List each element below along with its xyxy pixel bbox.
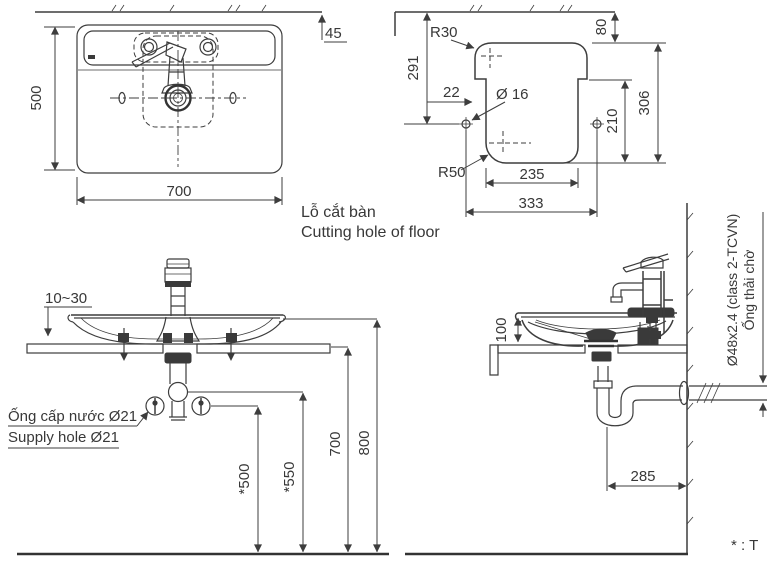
- dim-drain-height-550: *550: [188, 391, 307, 553]
- faucet-hole-left: [140, 38, 158, 56]
- dim-bowl-height-100: 100: [493, 317, 522, 343]
- dim-210: 210: [566, 79, 666, 164]
- dim-label-22: 22: [443, 84, 460, 101]
- dim-trap-offset-285: 285: [606, 427, 687, 491]
- faucet-side: [610, 253, 673, 344]
- footnote: * : T: [731, 537, 758, 554]
- faucet-hole-right: [199, 38, 217, 56]
- wall-line-top-left: [35, 4, 322, 13]
- dim-waste-pipe: Ø48x2.4 (class 2-TCVN) Ống thải chờ: [724, 212, 767, 417]
- dim-291: 291: [404, 12, 459, 125]
- basin-outline: [76, 24, 283, 174]
- cutting-hole-projection: [110, 31, 246, 167]
- side-installation-view: 100 285 Ø48x2.4 (class 2-TCVN) Ống thải …: [405, 203, 767, 556]
- supply-hole-left-mark: [459, 117, 473, 131]
- caption-vietnamese: Lỗ cắt bàn: [301, 202, 376, 221]
- dim-r50: R50: [438, 154, 489, 181]
- dim-label-45: 45: [325, 25, 342, 42]
- dim-label-800h: 800: [356, 430, 373, 455]
- dim-label-333: 333: [518, 195, 543, 212]
- r50-center-mark: [489, 131, 531, 155]
- waste-pipe-spec-label: Ø48x2.4 (class 2-TCVN): [724, 214, 740, 366]
- drain-plan: [164, 84, 192, 112]
- front-installation-view: 10~30 Ống cấp nước Ø21 Supply hole Ø21 *…: [8, 258, 389, 556]
- wall-line-top-right: [394, 4, 615, 36]
- fixing-slot-left: [118, 91, 126, 105]
- dim-depth-500: 500: [28, 26, 75, 171]
- basin-top-view: 45: [28, 4, 347, 205]
- dim-label-500: 500: [28, 85, 45, 110]
- mounting-clamp-left: [118, 328, 129, 361]
- supply-hole-right-mark: [590, 117, 604, 131]
- countertop-front: [26, 343, 331, 354]
- dim-label-500s: *500: [236, 464, 253, 495]
- dim-label-dia16: Ø 16: [496, 86, 529, 103]
- drain-tailpiece-front: [164, 352, 192, 421]
- dim-label-291: 291: [405, 55, 422, 80]
- dim-80: 80: [592, 12, 666, 44]
- mounting-clamp-right: [226, 328, 237, 361]
- dim-r30: R30: [430, 24, 475, 50]
- dim-label-210: 210: [604, 108, 621, 133]
- waste-pipe-stub: [689, 382, 767, 404]
- dim-hole-dia: Ø 16: [471, 86, 529, 121]
- dim-width-700: 700: [76, 177, 283, 205]
- dim-label-80: 80: [593, 19, 610, 36]
- faucet-front: [155, 258, 201, 343]
- dim-rim-height-800: 800: [283, 318, 381, 553]
- caption-english: Cutting hole of floor: [301, 224, 440, 241]
- p-trap: [584, 328, 690, 427]
- dim-label-700: 700: [166, 183, 191, 200]
- basin-front-section: [67, 314, 286, 345]
- dim-wall-gap-45: 45: [318, 14, 347, 43]
- dim-22: 22: [427, 84, 473, 106]
- supply-hole-label: Ống cấp nước Ø21 Supply hole Ø21: [8, 407, 148, 449]
- faucet-plan: [131, 41, 193, 94]
- cutting-hole-view: R30 R50 Ø 16 22 291 80: [301, 4, 666, 241]
- supply-valve-right: [191, 396, 211, 416]
- supply-valve-left: [145, 396, 165, 416]
- supply-label-vi: Ống cấp nước Ø21: [8, 407, 137, 425]
- dim-333: 333: [465, 130, 598, 217]
- dim-label-r50: R50: [438, 164, 466, 181]
- dim-label-285: 285: [630, 468, 655, 485]
- dim-counter-thickness: 10~30: [44, 290, 92, 337]
- dim-counter-height-700: 700: [327, 346, 352, 553]
- brand-mark: [88, 55, 95, 59]
- dim-235: 235: [485, 166, 579, 188]
- dim-supply-height-500: *500: [211, 405, 262, 553]
- cutting-hole-outline: [474, 42, 588, 164]
- fixing-slot-right: [229, 91, 237, 105]
- waste-pipe-vi-label: Ống thải chờ: [740, 250, 757, 331]
- dim-label-306: 306: [636, 90, 653, 115]
- dim-label-700h: 700: [327, 431, 344, 456]
- dim-label-10-30: 10~30: [45, 290, 87, 307]
- dim-label-100: 100: [493, 317, 510, 342]
- r30-center-mark: [481, 48, 504, 68]
- dim-label-r30: R30: [430, 24, 458, 41]
- countertop-side: [489, 344, 688, 376]
- supply-label-en: Supply hole Ø21: [8, 429, 119, 446]
- dim-306: 306: [636, 43, 662, 163]
- basin-side-section: [514, 307, 677, 347]
- dim-label-235: 235: [519, 166, 544, 183]
- wall-line-right: [686, 203, 694, 553]
- dim-label-550s: *550: [281, 462, 298, 493]
